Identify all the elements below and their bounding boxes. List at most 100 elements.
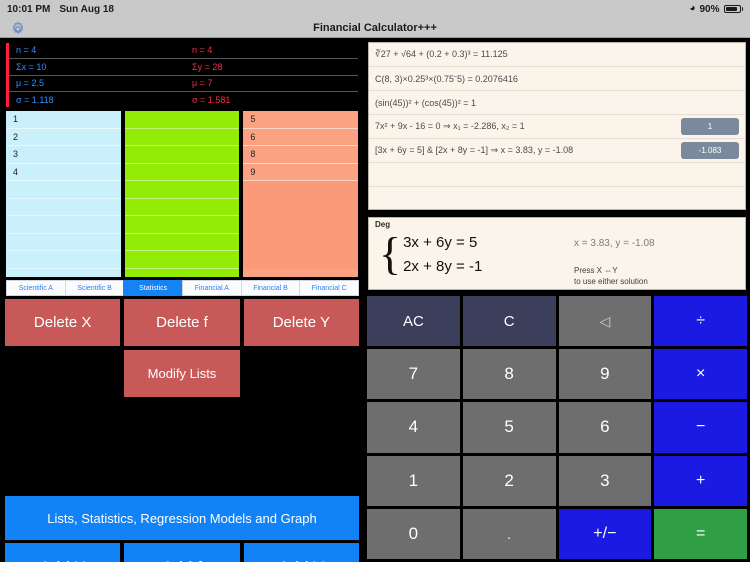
list-column-f[interactable] bbox=[124, 111, 240, 277]
list-empty-row[interactable] bbox=[124, 251, 240, 269]
mode-tab-bar: Scientific A Scientific B Statistics Fin… bbox=[6, 280, 360, 296]
key-sign-toggle[interactable]: +/− bbox=[558, 508, 652, 559]
equation-system: { 3x + 6y = 5 2x + 8y = -1 bbox=[379, 231, 482, 277]
tab-financial-a[interactable]: Financial A bbox=[182, 280, 242, 296]
delete-y-button[interactable]: Delete Y bbox=[243, 299, 359, 346]
key-5[interactable]: 5 bbox=[462, 402, 556, 453]
history-row[interactable]: C(8, 3)×0.25³×(0.75ˉ5) = 0.2076416 bbox=[369, 67, 745, 91]
list-item[interactable]: 8 bbox=[243, 146, 359, 164]
wifi-icon: ◕ bbox=[689, 3, 696, 14]
history-row[interactable]: [3x + 6y = 5] & [2x + 8y = -1] ⇒ x = 3.8… bbox=[369, 139, 745, 163]
list-empty-row[interactable] bbox=[6, 216, 121, 234]
summary-column-x: n = 4 Σx = 10 μ = 2.5 σ = 1.118 bbox=[6, 42, 182, 108]
modify-lists-button[interactable]: Modify Lists bbox=[124, 350, 240, 397]
list-empty-row[interactable] bbox=[124, 199, 240, 216]
add-y-button[interactable]: Add Y bbox=[243, 543, 359, 562]
solution-hint-line-2: to use either solution bbox=[574, 277, 648, 286]
angle-mode-label: Deg bbox=[375, 220, 391, 229]
tab-statistics[interactable]: Statistics bbox=[123, 280, 184, 296]
tab-financial-b[interactable]: Financial B bbox=[240, 280, 301, 296]
list-empty-row[interactable] bbox=[124, 216, 240, 234]
page-title: Financial Calculator+++ bbox=[313, 21, 437, 34]
summary-x-sigma: σ = 1.118 bbox=[16, 95, 54, 106]
list-item[interactable]: 6 bbox=[243, 129, 359, 146]
tab-financial-c[interactable]: Financial C bbox=[299, 280, 360, 296]
list-item[interactable]: 2 bbox=[6, 129, 121, 146]
history-tape[interactable]: ∛27 + √64 + (0.2 + 0.3)³ = 11.125 C(8, 3… bbox=[368, 42, 746, 210]
list-item[interactable]: 9 bbox=[243, 164, 359, 181]
equation-line-1: 3x + 6y = 5 bbox=[403, 233, 478, 251]
backspace-icon[interactable]: ◁ bbox=[558, 296, 652, 347]
history-result-chip[interactable]: 1 bbox=[681, 118, 739, 135]
key-6[interactable]: 6 bbox=[558, 402, 652, 453]
key-subtract[interactable]: − bbox=[654, 402, 747, 453]
list-column-x[interactable]: 1 2 3 4 bbox=[6, 111, 121, 277]
list-item[interactable]: 1 bbox=[6, 111, 121, 129]
battery-percent-label: 90% bbox=[699, 3, 720, 15]
summary-x-n: n = 4 bbox=[6, 42, 182, 59]
list-empty-row[interactable] bbox=[124, 164, 240, 181]
summary-y-sigma: σ = 1.581 bbox=[192, 95, 231, 106]
key-clear[interactable]: C bbox=[462, 296, 556, 347]
list-empty-row[interactable] bbox=[124, 181, 240, 199]
list-item[interactable]: 3 bbox=[6, 146, 121, 164]
summary-column-y: n = 4 Σy = 28 μ = 7 σ = 1.581 bbox=[6, 42, 358, 108]
history-row-empty[interactable] bbox=[369, 187, 745, 209]
key-0[interactable]: 0 bbox=[367, 508, 460, 559]
list-empty-row[interactable] bbox=[6, 234, 121, 251]
list-empty-row[interactable] bbox=[124, 146, 240, 164]
key-3[interactable]: 3 bbox=[558, 455, 652, 506]
lists-statistics-regression-button[interactable]: Lists, Statistics, Regression Models and… bbox=[5, 496, 359, 540]
list-column-y[interactable]: 5 6 8 9 bbox=[243, 111, 359, 277]
list-empty-row[interactable] bbox=[243, 233, 359, 251]
solution-value: x = 3.83, y = -1.08 bbox=[574, 238, 655, 249]
list-empty-row[interactable] bbox=[243, 181, 359, 199]
key-4[interactable]: 4 bbox=[367, 402, 460, 453]
key-divide[interactable]: ÷ bbox=[654, 296, 747, 347]
key-multiply[interactable]: × bbox=[654, 349, 747, 400]
delete-x-button[interactable]: Delete X bbox=[5, 299, 121, 346]
add-x-button[interactable]: Add X bbox=[5, 543, 121, 562]
key-1[interactable]: 1 bbox=[367, 455, 460, 506]
tab-scientific-a[interactable]: Scientific A bbox=[6, 280, 66, 296]
summary-x-mean: μ = 2.5 bbox=[6, 76, 182, 93]
history-expression: 7x² + 9x - 16 = 0 ⇒ x₁ = -2.286, x₂ = 1 bbox=[375, 121, 525, 131]
tab-scientific-b[interactable]: Scientific B bbox=[64, 280, 125, 296]
status-bar: 10:01 PM Sun Aug 18 ◕ 90% bbox=[0, 0, 750, 18]
key-equals[interactable]: = bbox=[654, 508, 747, 559]
gear-icon[interactable] bbox=[10, 21, 26, 37]
history-row[interactable]: ∛27 + √64 + (0.2 + 0.3)³ = 11.125 bbox=[369, 43, 745, 67]
key-all-clear[interactable]: AC bbox=[367, 296, 460, 347]
list-empty-row[interactable] bbox=[6, 181, 121, 199]
summary-y-sum: Σy = 28 bbox=[182, 59, 358, 76]
delete-f-button[interactable]: Delete f bbox=[124, 299, 240, 346]
key-9[interactable]: 9 bbox=[558, 349, 652, 400]
list-empty-row[interactable] bbox=[124, 234, 240, 251]
history-row[interactable]: (sin(45))² + (cos(45))² = 1 bbox=[369, 91, 745, 115]
list-empty-row[interactable] bbox=[243, 251, 359, 269]
key-decimal[interactable]: . bbox=[462, 508, 556, 559]
equation-display-panel[interactable]: Deg { 3x + 6y = 5 2x + 8y = -1 x = 3.83,… bbox=[368, 217, 746, 290]
key-7[interactable]: 7 bbox=[367, 349, 460, 400]
list-empty-row[interactable] bbox=[124, 129, 240, 146]
list-empty-row[interactable] bbox=[6, 251, 121, 269]
list-empty-row[interactable] bbox=[243, 198, 359, 216]
list-empty-row[interactable] bbox=[243, 216, 359, 234]
summary-y-n: n = 4 bbox=[182, 42, 358, 59]
key-2[interactable]: 2 bbox=[462, 455, 556, 506]
list-empty-row[interactable] bbox=[124, 111, 240, 129]
history-row-empty[interactable] bbox=[369, 163, 745, 187]
list-item[interactable]: 4 bbox=[6, 164, 121, 181]
list-empty-row[interactable] bbox=[6, 199, 121, 216]
history-row[interactable]: 7x² + 9x - 16 = 0 ⇒ x₁ = -2.286, x₂ = 1 … bbox=[369, 115, 745, 139]
history-result-chip[interactable]: -1.083 bbox=[681, 142, 739, 159]
history-expression: (sin(45))² + (cos(45))² = 1 bbox=[375, 97, 477, 108]
key-8[interactable]: 8 bbox=[462, 349, 556, 400]
title-bar: Financial Calculator+++ bbox=[0, 18, 750, 38]
calculator-pane: ∛27 + √64 + (0.2 + 0.3)³ = 11.125 C(8, 3… bbox=[364, 39, 750, 562]
key-add[interactable]: + bbox=[654, 455, 747, 506]
list-item[interactable]: 5 bbox=[243, 111, 359, 129]
summary-x-sum: Σx = 10 bbox=[6, 59, 182, 76]
statistics-summary-table: n = 4 Σx = 10 μ = 2.5 σ = 1.118 n = 4 Σy… bbox=[6, 42, 358, 108]
add-f-button[interactable]: Add f bbox=[124, 543, 240, 562]
